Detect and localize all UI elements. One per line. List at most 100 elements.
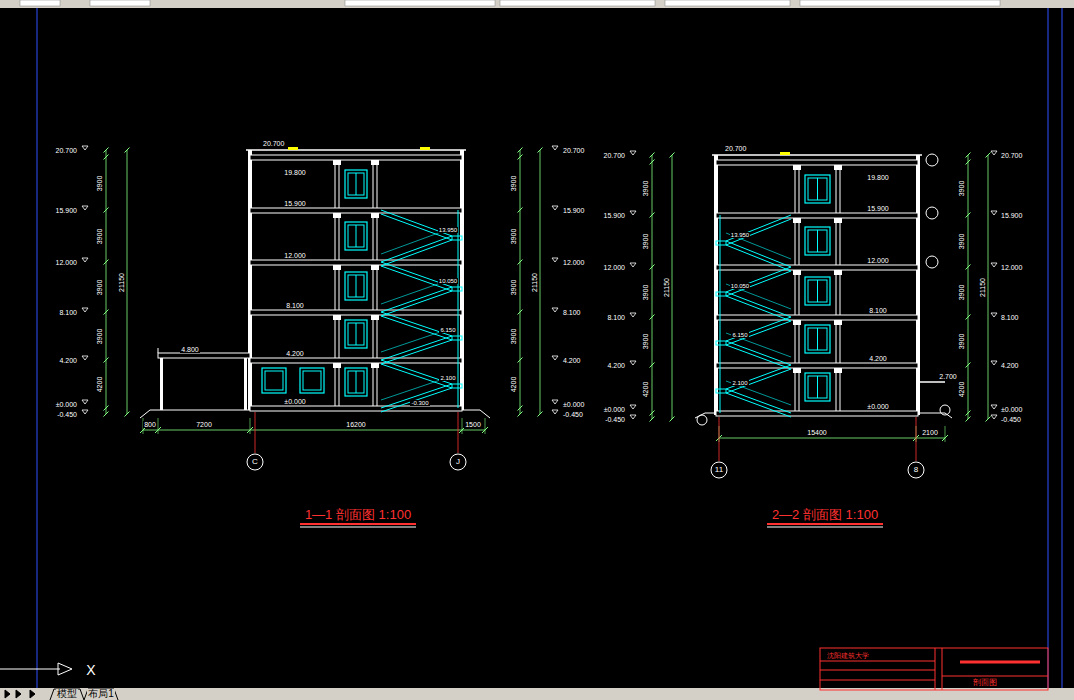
- dimension-tick: [966, 153, 971, 158]
- column-line: [795, 162, 796, 413]
- floor-slab: [250, 208, 462, 213]
- toolbar-field: [800, 0, 1000, 6]
- window-symbol: [808, 328, 827, 350]
- window-symbol: [345, 222, 367, 250]
- stair-landing: [716, 241, 726, 245]
- dimension-tick: [104, 260, 109, 265]
- dimension-tick: [986, 417, 991, 422]
- dimension-text: 3900: [510, 327, 517, 345]
- dimension-text: 15400: [806, 429, 827, 436]
- elevation-label: 13.950: [438, 227, 458, 233]
- elevation-label: 12.000: [283, 252, 306, 259]
- ground-line: [140, 410, 250, 418]
- elevation-label: 15.900: [866, 205, 889, 212]
- elevation-label: 15.900: [562, 207, 585, 214]
- stair-handrail: [726, 284, 791, 309]
- ground-line: [918, 413, 952, 418]
- window-symbol: [348, 173, 364, 195]
- window-symbol: [808, 230, 827, 252]
- beam: [371, 213, 379, 218]
- dimension-text: 3900: [642, 180, 649, 198]
- elevation-label: 19.800: [283, 169, 306, 176]
- elevation-mark: [630, 313, 636, 317]
- elevation-label: 20.700: [55, 147, 78, 154]
- elevation-label: 8.100: [562, 309, 582, 316]
- elevation-mark: [991, 313, 997, 317]
- floor-slab: [716, 160, 918, 165]
- window-mullion: [356, 323, 357, 345]
- dimension-tick: [518, 208, 523, 213]
- stair-flight: [726, 369, 791, 393]
- beam: [333, 363, 341, 368]
- dimension-tick: [650, 417, 655, 422]
- elevation-label: 8.100: [285, 302, 305, 309]
- stair-landing: [452, 287, 462, 291]
- tab-label: 布局1: [87, 689, 115, 699]
- axis-circle: [450, 454, 466, 470]
- elevation-mark: [552, 400, 558, 404]
- axis-label: C: [251, 458, 259, 466]
- elevation-label: ±0.000: [55, 401, 78, 408]
- dimension-tick: [650, 265, 655, 270]
- dimension-tick: [966, 265, 971, 270]
- drawing-caption: 2—2 剖面图 1:100: [771, 508, 879, 521]
- dimension-tick: [104, 155, 109, 160]
- elevation-label: -0.450: [1000, 416, 1022, 423]
- column-line: [840, 162, 841, 413]
- stair-handrail: [726, 333, 791, 357]
- stair-landing: [452, 384, 462, 388]
- window-symbol: [808, 376, 827, 398]
- window-mullion: [356, 173, 357, 195]
- dimension-text: 3900: [510, 227, 517, 245]
- dimension-tick: [650, 315, 655, 320]
- elevation-label: 2.100: [731, 380, 748, 386]
- dimension-tick: [518, 412, 523, 417]
- dimension-text: 3900: [642, 283, 649, 301]
- dimension-tick: [650, 363, 655, 368]
- elevation-mark: [630, 361, 636, 365]
- elevation-label: 2.700: [938, 373, 958, 380]
- axis-line: [255, 412, 256, 453]
- window-mullion: [817, 376, 818, 398]
- stair-flight: [381, 236, 452, 262]
- tab-scroll-arrow: [16, 690, 21, 698]
- outer-wall: [460, 150, 464, 410]
- tab-label: 模型: [56, 689, 78, 699]
- dimension-tick: [125, 412, 130, 417]
- elevation-label: 4.200: [1000, 362, 1020, 369]
- tab-outline: [84, 689, 118, 700]
- elevation-mark: [552, 258, 558, 262]
- dimension-tick: [650, 160, 655, 165]
- index-circle: [940, 405, 950, 415]
- title-block-line: [820, 661, 935, 662]
- dimension-tick: [104, 412, 109, 417]
- dimension-tick: [670, 417, 675, 422]
- elevation-mark: [552, 206, 558, 210]
- elevation-label: 20.700: [1000, 152, 1023, 159]
- dimension-tick: [538, 412, 543, 417]
- stair-handrail: [726, 381, 791, 405]
- title-block-text: 剖面图: [972, 679, 998, 687]
- dimension-line: [127, 150, 128, 414]
- elevation-mark: [991, 211, 997, 215]
- axis-circle: [711, 462, 727, 478]
- stair-flight: [726, 389, 791, 413]
- ucs-axis: [0, 669, 60, 670]
- paper-border: [1048, 8, 1049, 688]
- window-symbol: [808, 178, 827, 200]
- window-symbol: [805, 325, 830, 353]
- elevation-label: -0.450: [56, 411, 78, 418]
- window-symbol: [348, 275, 364, 297]
- roof-item: [420, 147, 430, 150]
- parapet-line: [712, 154, 922, 156]
- outer-wall: [916, 155, 920, 415]
- elevation-label: 20.700: [724, 145, 747, 152]
- stair-landing: [452, 336, 462, 340]
- beam: [333, 160, 341, 165]
- toolbar-strip: [0, 0, 1074, 8]
- axis-label: 8: [913, 466, 919, 474]
- elevation-label: 4.200: [868, 355, 888, 362]
- beam: [371, 265, 379, 270]
- stair-flight: [726, 267, 791, 292]
